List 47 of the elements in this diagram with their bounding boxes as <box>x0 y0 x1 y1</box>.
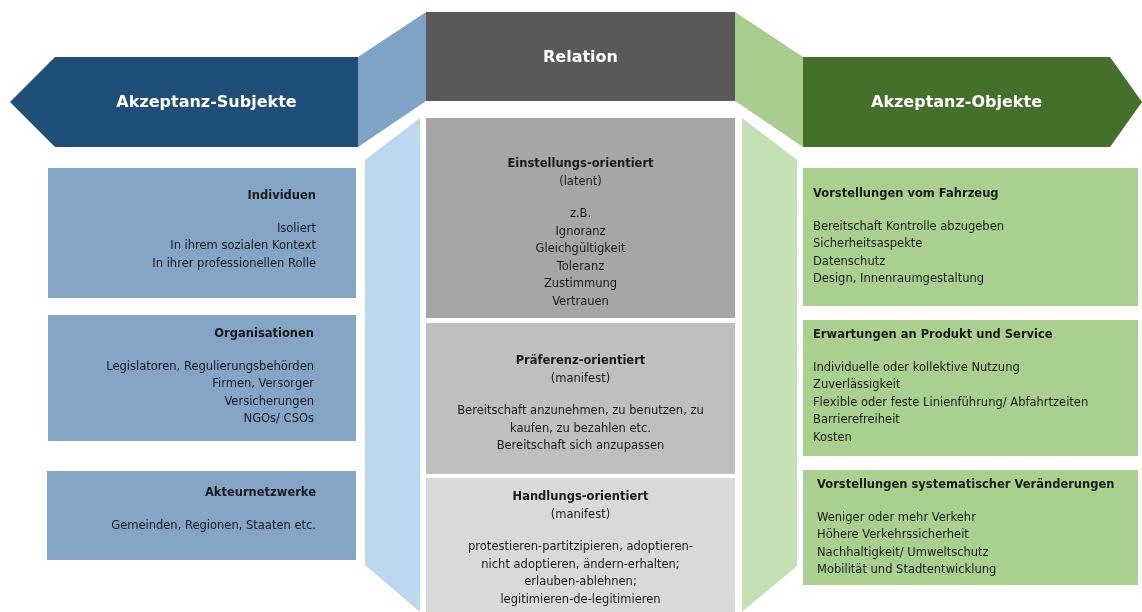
panel-text: (latent) <box>558 172 603 190</box>
panel-text: Vertrauen <box>551 292 610 310</box>
panel-text: protestieren-partitzipieren, adoptieren-nicht adoptieren, ändern-erhalten; <box>467 538 694 573</box>
panel-text: Versicherungen <box>223 392 314 410</box>
panel-text: Bereitschaft anzunehmen, zu benutzen, zu kaufen, zu bezahlen etc. <box>456 402 705 437</box>
panel-text: In ihrem sozialen Kontext <box>169 237 316 254</box>
panel-text: Gemeinden, Regionen, Staaten etc. <box>110 516 316 534</box>
panel-text: Gleichgültigkeit <box>534 240 627 257</box>
panel-heading: Einstellungs-orientiert <box>506 155 655 172</box>
panel-heading: Handlungs-orientiert <box>511 488 650 505</box>
panel-text: In ihrer professionellen Rolle <box>151 254 316 272</box>
panel-heading: Erwartungen an Produkt und Service <box>813 326 1054 343</box>
panel-text: Zustimmung <box>542 275 619 292</box>
panel-text: erlauben-ablehnen; <box>523 573 638 590</box>
panel-text: Sicherheitsaspekte <box>813 235 924 252</box>
panel-text: (manifest) <box>549 369 612 387</box>
panel-text: Kosten <box>813 428 853 446</box>
panel-text: Isoliert <box>275 219 316 237</box>
panel-heading: Akteurnetzwerke <box>203 484 316 501</box>
panel-text: Toleranz <box>555 257 606 275</box>
panel-heading: Individuen <box>246 187 316 204</box>
panel-text: z.B. <box>568 205 593 222</box>
panel-text: Bereitschaft Kontrolle abzugeben <box>813 217 1006 235</box>
panel-heading: Vorstellungen systematischer Veränderungen <box>817 476 1116 493</box>
panel-heading: Vorstellungen vom Fahrzeug <box>813 185 1000 202</box>
panel-text: Mobilität und Stadtentwicklung <box>817 561 998 578</box>
panel-text: Firmen, Versorger <box>211 375 314 392</box>
banner-title: Akzeptanz-Objekte <box>871 93 1042 111</box>
panel-text: NGOs/ CSOs <box>242 410 314 427</box>
panel-text: Individuelle oder kollektive Nutzung <box>813 358 1021 376</box>
panel-text: Höhere Verkehrssicherheit <box>817 526 970 543</box>
panel-heading: Organisationen <box>213 325 314 342</box>
panel-text: Datenschutz <box>813 252 887 270</box>
panel-text: Barrierefreiheit <box>813 411 901 428</box>
panel-text: Weniger oder mehr Verkehr <box>817 508 977 526</box>
panel-text: Flexible oder feste Linienführung/ Abfahrtzeiten <box>813 393 1090 411</box>
panel-text: Zuverlässigkeit <box>813 376 902 393</box>
panel-text: (manifest) <box>549 505 612 523</box>
panel-heading: Präferenz-orientiert <box>514 352 647 369</box>
panel-text: Ignoranz <box>554 222 607 240</box>
banner-title: Akzeptanz-Subjekte <box>116 93 297 111</box>
panel-text: Nachhaltigkeit/ Umweltschutz <box>817 543 990 561</box>
panel-text: Bereitschaft sich anzupassen <box>495 437 666 454</box>
panel-text: legitimieren-de-legitimieren <box>499 590 662 608</box>
panel-text: Legislatoren, Regulierungsbehörden <box>105 357 314 375</box>
panel-text: Design, Innenraumgestaltung <box>813 270 986 287</box>
banner-title: Relation <box>543 47 618 66</box>
